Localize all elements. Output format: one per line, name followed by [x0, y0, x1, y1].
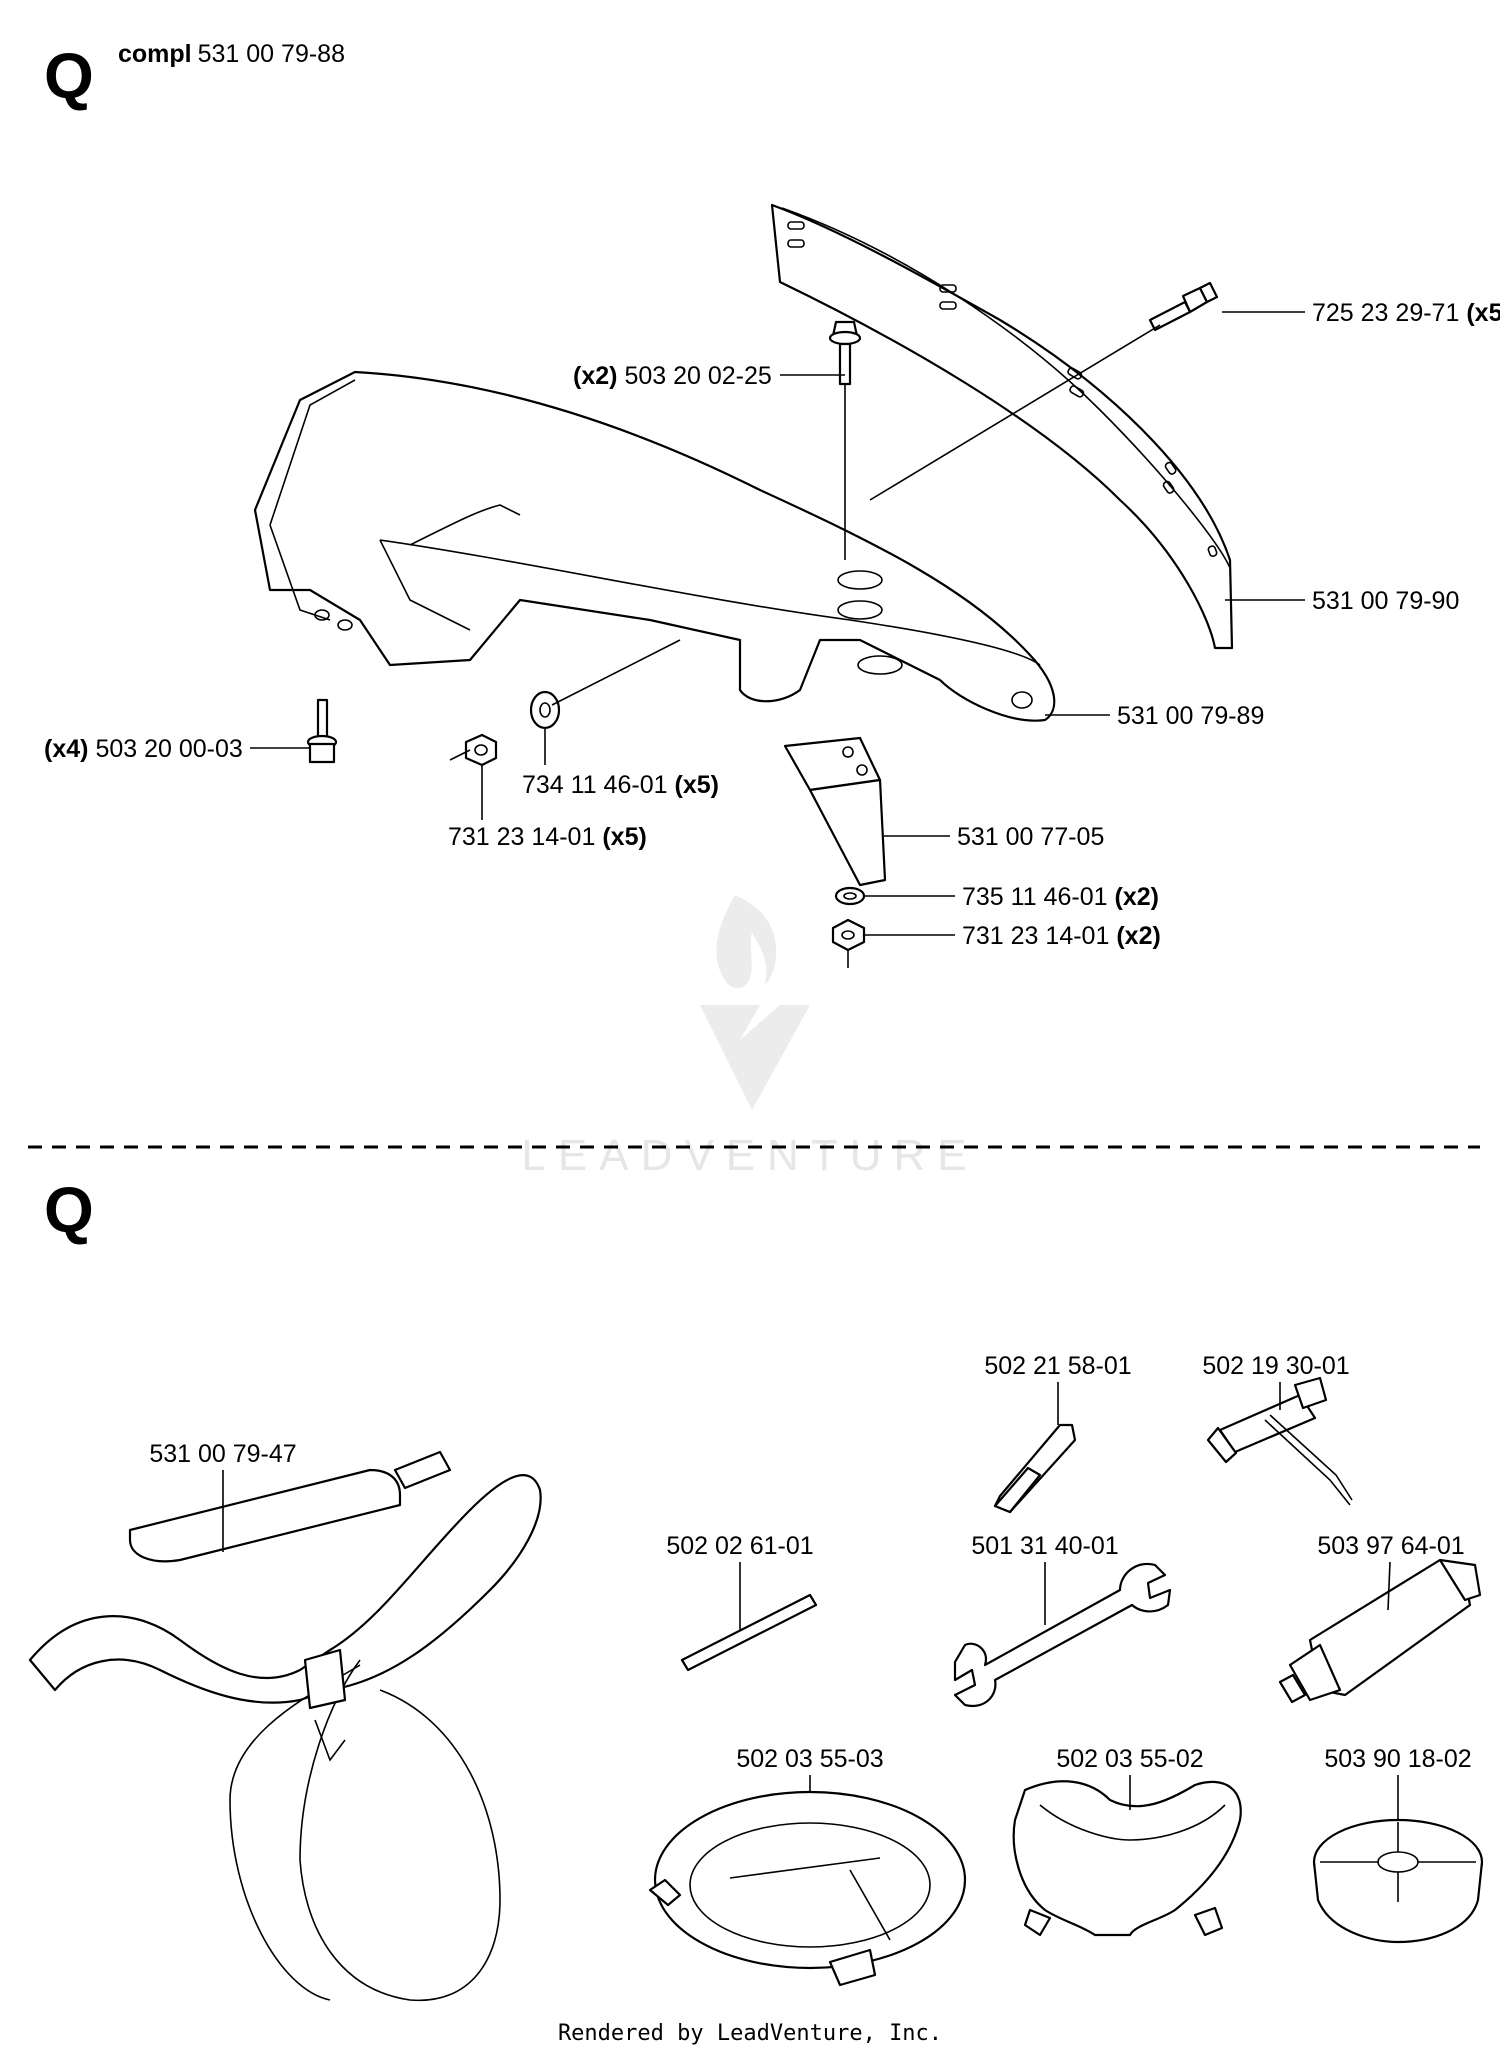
compl-number: 531 00 79-88 [198, 40, 345, 68]
callout-washer-2-qty: (x2) [1115, 883, 1159, 911]
watermark-v-icon [700, 1005, 810, 1110]
bracket-drawing [783, 736, 887, 887]
transport-guard-drawing [648, 1790, 967, 1987]
callout-transport-guard: 502 03 55-03 [736, 1745, 883, 1773]
callout-washer-5-qty: (x5) [675, 771, 719, 799]
callout-guard-bolt-top: (x2)503 20 02-25 [573, 362, 772, 390]
callout-grease-tube: 503 97 64-01 [1317, 1532, 1464, 1560]
pin-drawing [680, 1593, 818, 1672]
callout-spanner: 501 31 40-01 [971, 1532, 1118, 1560]
callout-washer-2-number: 735 11 46-01 [962, 883, 1108, 911]
bolt-top-drawing [828, 320, 862, 386]
callout-support-cup: 503 90 18-02 [1324, 1745, 1471, 1773]
callout-guard-bolt-left-qty: (x4) [44, 735, 88, 763]
support-cup-drawing [1312, 1818, 1484, 1944]
washer-5-drawing [529, 690, 561, 730]
callout-guard-blade: 531 00 79-90 [1312, 587, 1459, 615]
washer-2-drawing [834, 886, 866, 906]
hex-key-drawing [993, 1423, 1077, 1514]
callout-hex-key: 502 21 58-01 [984, 1352, 1131, 1380]
socket-wrench-drawing [1206, 1376, 1353, 1506]
callout-blade-guard: 502 03 55-02 [1056, 1745, 1203, 1773]
footer-credit: Rendered by LeadVenture, Inc. [558, 2021, 942, 2046]
top-leader-lines [250, 311, 1305, 968]
bottom-callouts: 531 00 79-47 502 21 58-01 502 19 30-01 5… [149, 1352, 1471, 1773]
section-top-letter: Q [44, 40, 94, 112]
callout-guard-screw-number: 725 23 29-71 [1312, 299, 1459, 327]
nut-5-drawing [464, 733, 498, 767]
callout-nut-2: 731 23 14-01(x2) [962, 922, 1161, 950]
blade-guard-drawing [1012, 1780, 1242, 1937]
guard-body-drawing [253, 370, 1056, 722]
bottom-leader-lines [222, 1382, 1399, 1820]
spanner-drawing [953, 1562, 1172, 1708]
nut-2-drawing [831, 918, 866, 952]
harness-drawing [28, 1450, 542, 2002]
watermark: LEADVENTURE [521, 895, 978, 1180]
grease-tube-drawing [1278, 1558, 1482, 1704]
callout-harness: 531 00 79-47 [149, 1440, 296, 1468]
callout-nut-5-number: 731 23 14-01 [448, 823, 595, 851]
callout-washer-5: 734 11 46-01(x5) [522, 771, 719, 799]
callout-guard-bolt-left-number: 503 20 00-03 [95, 735, 242, 763]
callout-bracket: 531 00 77-05 [957, 823, 1104, 851]
callout-nut-5: 731 23 14-01(x5) [448, 823, 647, 851]
callout-nut-2-qty: (x2) [1116, 922, 1160, 950]
screw-725-drawing [1148, 281, 1219, 332]
callout-washer-2: 735 11 46-01(x2) [962, 883, 1159, 911]
section-bottom-letter: Q [44, 1174, 94, 1246]
watermark-flame-icon [716, 895, 777, 989]
callout-guard-body: 531 00 79-89 [1117, 702, 1264, 730]
guard-blade-drawing [770, 203, 1234, 650]
compl-prefix: compl [118, 40, 192, 68]
callout-washer-5-number: 734 11 46-01 [522, 771, 668, 799]
bolt-left-drawing [306, 698, 338, 764]
callout-guard-screw: 725 23 29-71(x5) [1312, 299, 1500, 327]
callout-guard-bolt-top-number: 503 20 02-25 [624, 362, 771, 390]
watermark-text: LEADVENTURE [521, 1131, 978, 1180]
callout-guard-bolt-top-qty: (x2) [573, 362, 617, 390]
top-callouts: 531 00 79-90 725 23 29-71(x5) (x2)503 20… [44, 299, 1500, 950]
callout-pin: 502 02 61-01 [666, 1532, 813, 1560]
callout-nut-5-qty: (x5) [602, 823, 646, 851]
callout-guard-screw-qty: (x5) [1466, 299, 1500, 327]
callout-socket-wrench: 502 19 30-01 [1202, 1352, 1349, 1380]
callout-nut-2-number: 731 23 14-01 [962, 922, 1109, 950]
callout-guard-bolt-left: (x4)503 20 00-03 [44, 735, 243, 763]
